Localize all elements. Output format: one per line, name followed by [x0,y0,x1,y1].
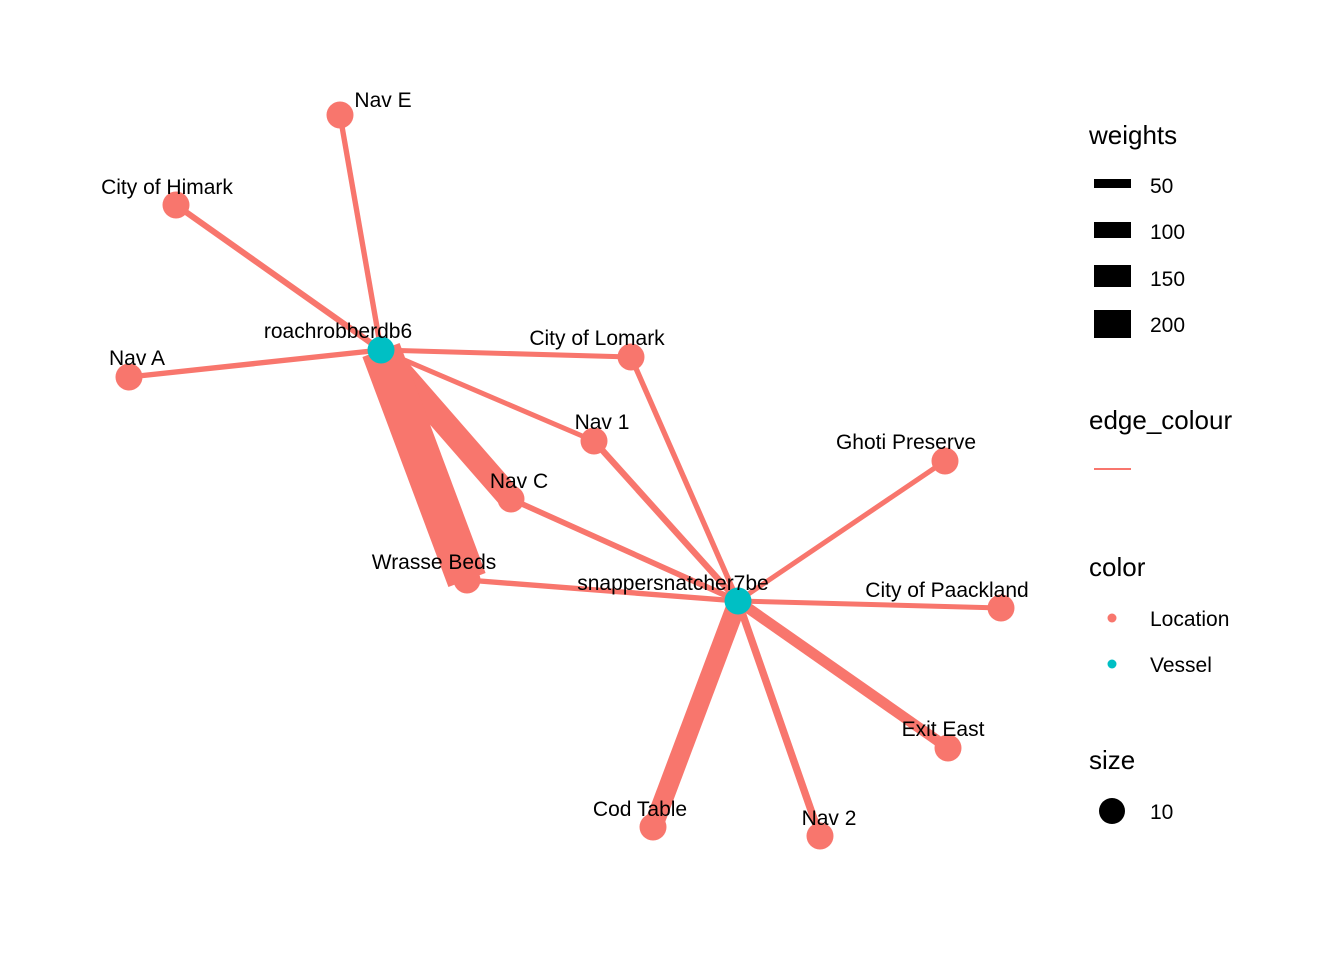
node-label-nav_1: Nav 1 [575,411,630,434]
node-label-nav_2: Nav 2 [802,807,857,830]
legend-weight-swatch-200 [1094,310,1131,338]
legend-title-weights: weights [1088,120,1177,150]
legend-size-swatch-10 [1099,798,1125,824]
labels-layer: roachrobberdb6 snappersnatcher7be Nav E Cit… [101,89,1029,830]
legend: weights 50 100 150 200 edge_colour color… [1088,120,1232,824]
node-nav_2 [806,822,834,850]
legend-weight-label-200: 200 [1150,314,1185,337]
node-nav_e [326,101,354,129]
node-himark [162,191,190,219]
node-label-cod_table: Cod Table [593,798,687,821]
edge-snappersnatcher7be-exit_east [734,596,952,753]
edge-snappersnatcher7be-lomark [628,355,741,603]
node-label-lomark: City of Lomark [529,327,665,350]
edge-roachrobberdb6-nav_a [128,347,382,380]
legend-color-label-location: Location [1150,608,1229,631]
legend-weight-label-50: 50 [1150,175,1173,198]
edge-snappersnatcher7be-ghoti [736,458,947,604]
node-lomark [617,343,645,371]
edge-snappersnatcher7be-nav_2 [734,599,824,838]
legend-color-swatch-vessel [1107,659,1117,669]
legend-color-label-vessel: Vessel [1150,654,1212,677]
edge-snappersnatcher7be-wrasse [466,577,739,604]
edge-roachrobberdb6-nav_e [337,114,384,351]
edge-roachrobberdb6-nav_1 [380,347,595,444]
edge-roachrobberdb6-himark [174,202,383,353]
node-label-paackland: City of Paackland [865,579,1028,602]
edge-snappersnatcher7be-paackland [737,598,1002,611]
node-nav_c [497,485,525,513]
legend-weight-label-100: 100 [1150,221,1185,244]
node-cod_table [639,813,667,841]
edges-layer [128,114,1002,838]
node-label-snappersnatcher7be: snappersnatcher7be [577,572,768,595]
node-label-nav_a: Nav A [109,347,165,370]
edge-roachrobberdb6-lomark [380,347,632,360]
legend-color-swatch-location [1107,613,1117,623]
legend-weight-swatch-100 [1094,222,1131,238]
edge-snappersnatcher7be-nav_c [509,496,740,604]
node-label-wrasse: Wrasse Beds [372,551,497,574]
node-label-exit_east: Exit East [902,718,985,741]
node-ghoti [931,447,959,475]
legend-size-label-10: 10 [1150,801,1173,824]
nodes-layer [115,101,1015,850]
node-exit_east [934,734,962,762]
edge-snappersnatcher7be-nav_1 [591,438,741,604]
node-nav_1 [580,427,608,455]
edge-roachrobberdb6-wrasse [362,343,486,587]
node-label-roachrobberdb6: roachrobberdb6 [264,320,412,343]
legend-weight-label-150: 150 [1150,268,1185,291]
edge-snappersnatcher7be-cod_table [643,597,748,831]
legend-weight-swatch-150 [1094,265,1131,287]
node-label-ghoti: Ghoti Preserve [836,431,976,454]
node-label-nav_e: Nav E [354,89,411,112]
node-snappersnatcher7be [724,587,752,615]
legend-title-size: size [1089,745,1135,775]
node-wrasse [453,566,481,594]
legend-title-edge-colour: edge_colour [1089,405,1232,435]
node-label-himark: City of Himark [101,176,233,199]
node-paackland [987,594,1015,622]
legend-title-color: color [1089,552,1146,582]
legend-weight-swatch-50 [1094,179,1131,188]
node-label-nav_c: Nav C [490,470,548,493]
node-nav_a [115,363,143,391]
node-roachrobberdb6 [367,336,395,364]
